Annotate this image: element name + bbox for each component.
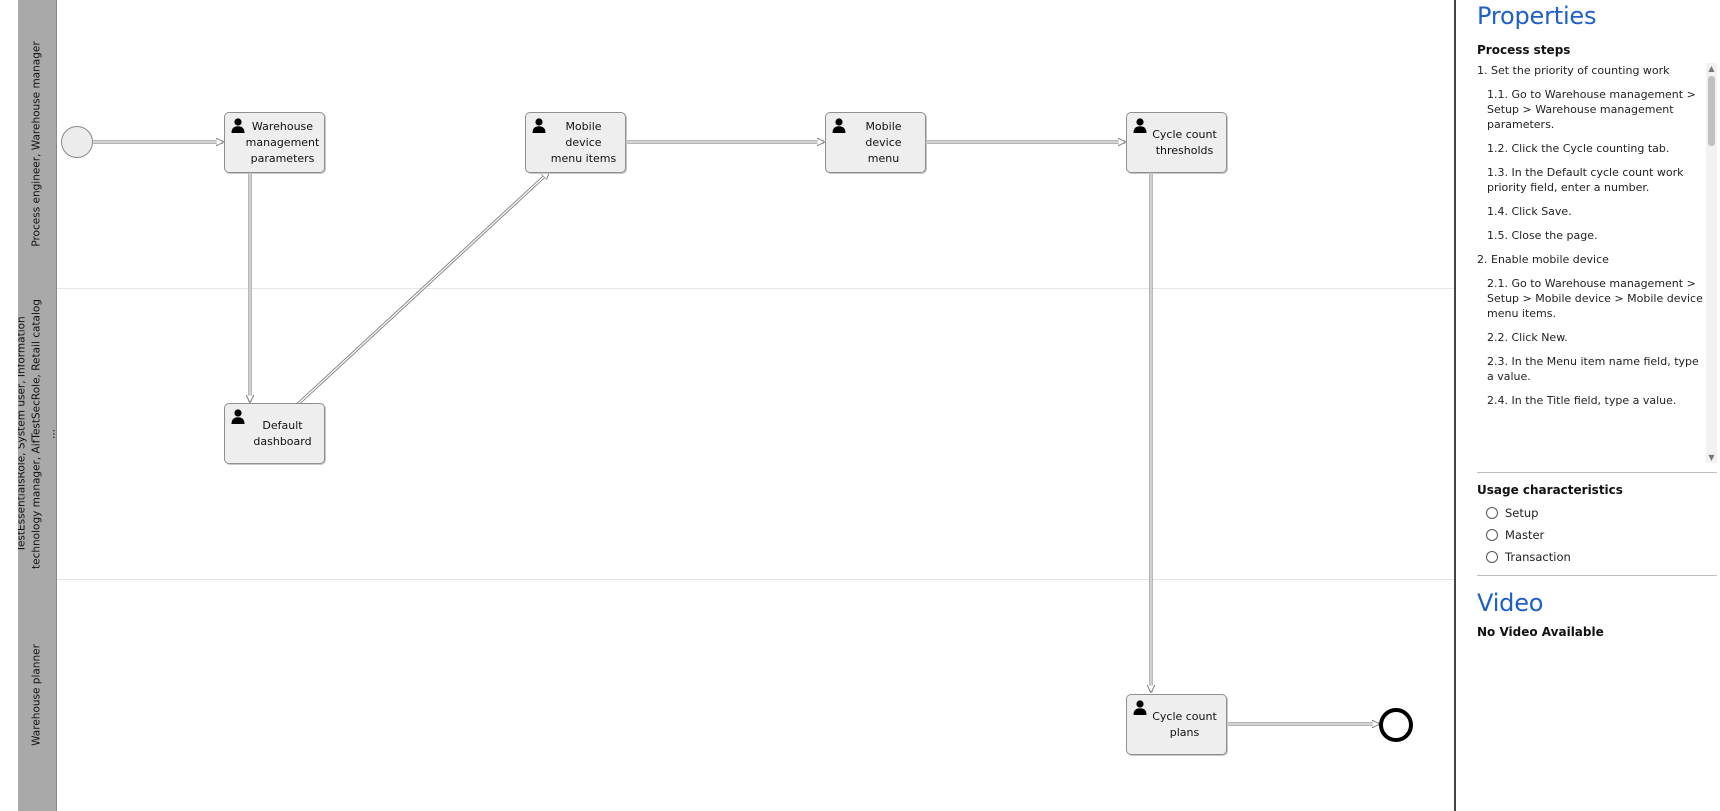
- process-step: 1. Set the priority of counting work: [1477, 64, 1670, 77]
- task-cycle-count-plans[interactable]: Cycle count plans: [1126, 694, 1227, 755]
- task-label: Warehouse management parameters: [245, 119, 320, 165]
- task-label: Mobile device menu items: [550, 119, 617, 165]
- properties-title: Properties: [1477, 2, 1597, 30]
- task-label: Cycle count thresholds: [1152, 127, 1217, 157]
- task-mobile-device-menu-items[interactable]: Mobile device menu items: [525, 112, 626, 173]
- process-step: 1.4. Click Save.: [1487, 205, 1572, 218]
- usage-options: Setup Master Transaction: [1477, 502, 1720, 568]
- radio-label: Setup: [1505, 506, 1539, 520]
- process-step: 1.2. Click the Cycle counting tab.: [1487, 142, 1670, 155]
- person-icon: [532, 118, 546, 133]
- radio-label: Master: [1505, 528, 1545, 542]
- process-step: 1.3. In the Default cycle count work pri…: [1487, 166, 1684, 194]
- task-label: Mobile device menu: [865, 119, 902, 165]
- panel-divider: [1477, 575, 1717, 576]
- radio-transaction[interactable]: Transaction: [1477, 546, 1720, 568]
- radio-circle[interactable]: [1486, 551, 1498, 563]
- radio-setup[interactable]: Setup: [1477, 502, 1720, 524]
- process-step: 2. Enable mobile device: [1477, 253, 1609, 266]
- person-icon: [1133, 700, 1147, 715]
- radio-circle[interactable]: [1486, 529, 1498, 541]
- process-step: 1.5. Close the page.: [1487, 229, 1598, 242]
- task-cycle-count-thresholds[interactable]: Cycle count thresholds: [1126, 112, 1227, 173]
- process-diagram: Process engineer, Warehouse manager Test…: [18, 0, 1454, 811]
- lane-header-warehouse-planner: Warehouse planner: [18, 579, 57, 811]
- steps-scrollbar[interactable]: ▲ ▼: [1706, 63, 1717, 463]
- properties-panel: Properties Process steps 1. Set the prio…: [1454, 0, 1720, 811]
- lane-divider: [57, 288, 1454, 289]
- lane-header-system-roles: TestEssentialsRole, System user, Informa…: [18, 288, 57, 579]
- process-step: 1.1. Go to Warehouse management > Setup …: [1487, 88, 1696, 131]
- process-steps-container: 1. Set the priority of counting work 1.1.…: [1477, 63, 1717, 463]
- lane-divider: [57, 579, 1454, 580]
- process-step: 2.4. In the Title field, type a value.: [1487, 394, 1677, 407]
- connector-layer: [93, 0, 1454, 811]
- process-steps-list: 1. Set the priority of counting work 1.1.…: [1477, 63, 1703, 463]
- person-icon: [1133, 118, 1147, 133]
- process-step: 2.1. Go to Warehouse management > Setup …: [1487, 277, 1703, 320]
- person-icon: [231, 118, 245, 133]
- radio-circle[interactable]: [1486, 507, 1498, 519]
- scroll-down-icon[interactable]: ▼: [1708, 453, 1715, 462]
- scrollbar-thumb[interactable]: [1708, 76, 1715, 146]
- person-icon: [231, 409, 245, 424]
- video-title: Video: [1477, 589, 1544, 617]
- scroll-up-icon[interactable]: ▲: [1708, 64, 1715, 73]
- task-mobile-device-menu[interactable]: Mobile device menu: [825, 112, 926, 173]
- process-step: 2.3. In the Menu item name field, type a…: [1487, 355, 1699, 383]
- usage-characteristics-heading: Usage characteristics: [1477, 483, 1623, 497]
- task-label: Cycle count plans: [1152, 709, 1217, 739]
- task-label: Default dashboard: [253, 418, 312, 448]
- radio-label: Transaction: [1505, 550, 1571, 564]
- radio-master[interactable]: Master: [1477, 524, 1720, 546]
- lane-header-process-engineer: Process engineer, Warehouse manager: [18, 0, 57, 288]
- panel-divider: [1477, 472, 1717, 473]
- start-event[interactable]: [61, 126, 93, 158]
- person-icon: [832, 118, 846, 133]
- task-warehouse-management-parameters[interactable]: Warehouse management parameters: [224, 112, 325, 173]
- end-event[interactable]: [1379, 708, 1413, 742]
- process-steps-heading: Process steps: [1477, 43, 1571, 57]
- process-step: 2.2. Click New.: [1487, 331, 1568, 344]
- task-default-dashboard[interactable]: Default dashboard: [224, 403, 325, 464]
- no-video-message: No Video Available: [1477, 625, 1604, 639]
